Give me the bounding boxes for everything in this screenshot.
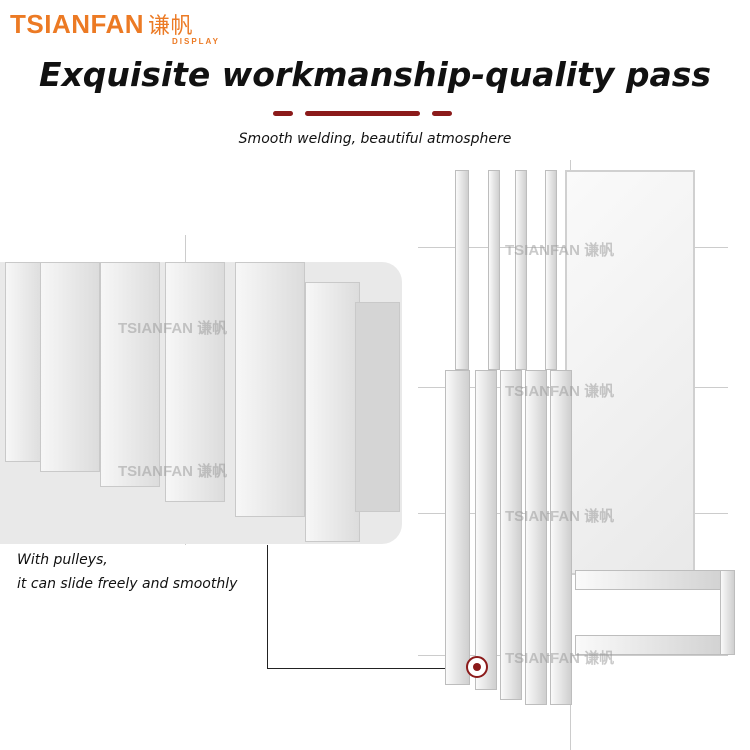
page-title: Exquisite workmanship-quality pass — [38, 55, 712, 94]
subtitle: Smooth welding, beautiful atmosphere — [238, 131, 512, 147]
divider — [305, 111, 420, 116]
watermark: TSIANFAN 谦帆 — [505, 242, 615, 259]
divider — [273, 111, 293, 116]
brand-chinese: 谦帆 — [148, 13, 194, 38]
watermark: TSIANFAN 谦帆 — [505, 383, 615, 400]
rack-photo — [440, 165, 740, 710]
brand-name: TSIANFAN — [10, 9, 144, 39]
guide-line — [418, 655, 728, 656]
callout-line — [267, 545, 268, 669]
watermark: TSIANFAN 谦帆 — [118, 320, 228, 337]
brand-tagline: DISPLAY — [172, 37, 220, 46]
detail-photo: TSIANFAN 谦帆 TSIANFAN 谦帆 — [0, 262, 402, 544]
watermark: TSIANFAN 谦帆 — [118, 463, 228, 480]
pulley-marker-icon — [466, 656, 488, 678]
watermark: TSIANFAN 谦帆 — [505, 650, 615, 667]
callout-line — [267, 668, 467, 669]
divider — [432, 111, 452, 116]
watermark: TSIANFAN 谦帆 — [505, 508, 615, 525]
pulley-caption: With pulleys, it can slide freely and sm… — [17, 548, 237, 596]
caption-line: With pulleys, — [17, 552, 108, 568]
caption-line: it can slide freely and smoothly — [17, 576, 238, 592]
